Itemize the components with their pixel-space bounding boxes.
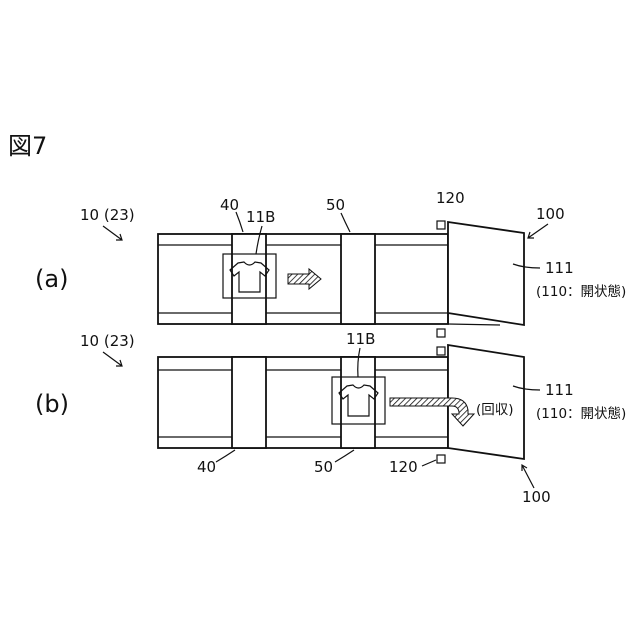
ref-box40-a: 40 xyxy=(220,196,239,214)
ref-box50-b: 50 xyxy=(314,458,333,476)
container-100-a xyxy=(448,222,524,325)
station-40-a xyxy=(232,234,266,324)
leader-box50-b xyxy=(335,450,354,462)
leader-container-a xyxy=(528,224,548,238)
panel-b-label: (b) xyxy=(35,390,69,418)
figure-label: 図7 xyxy=(8,132,47,160)
station-50-a xyxy=(341,234,375,324)
station-40-b xyxy=(232,357,266,448)
ref-item-a: 11B xyxy=(246,208,275,226)
panel-a-label: (a) xyxy=(35,265,68,293)
leader-conveyor-a xyxy=(103,226,122,240)
ref-container-b: 100 xyxy=(522,488,551,506)
ref-container-a: 100 xyxy=(536,205,565,223)
sensor-120-b-top2 xyxy=(437,347,445,355)
ref-box40-b: 40 xyxy=(197,458,216,476)
leader-conveyor-b xyxy=(103,352,122,366)
leader-container-b xyxy=(522,465,534,488)
leader-box40-b xyxy=(216,450,235,462)
ref-sensor-b: 120 xyxy=(389,458,418,476)
collect-label-b: (回収) xyxy=(476,402,514,418)
leader-sensor-b xyxy=(422,460,436,466)
sensor-120-b xyxy=(437,455,445,463)
lid-state-b: (110：開状態) xyxy=(536,406,626,422)
leader-box50-a xyxy=(341,213,350,232)
sensor-120-a xyxy=(437,221,445,229)
panel-a: (a) xyxy=(35,189,626,325)
ref-lid-b: 111 xyxy=(545,381,574,399)
ref-lid-a: 111 xyxy=(545,259,574,277)
ref-conveyor-b: 10 (23) xyxy=(80,332,135,350)
ref-item-b: 11B xyxy=(346,330,375,348)
sensor-120-b-top1 xyxy=(437,329,445,337)
lid-state-a: (110：開状態) xyxy=(536,284,626,300)
leader-box40-a xyxy=(236,212,243,232)
ref-box50-a: 50 xyxy=(326,196,345,214)
ref-sensor-a: 120 xyxy=(436,189,465,207)
panel-b: (b) (回収) xyxy=(35,329,626,506)
ref-conveyor-a: 10 (23) xyxy=(80,206,135,224)
